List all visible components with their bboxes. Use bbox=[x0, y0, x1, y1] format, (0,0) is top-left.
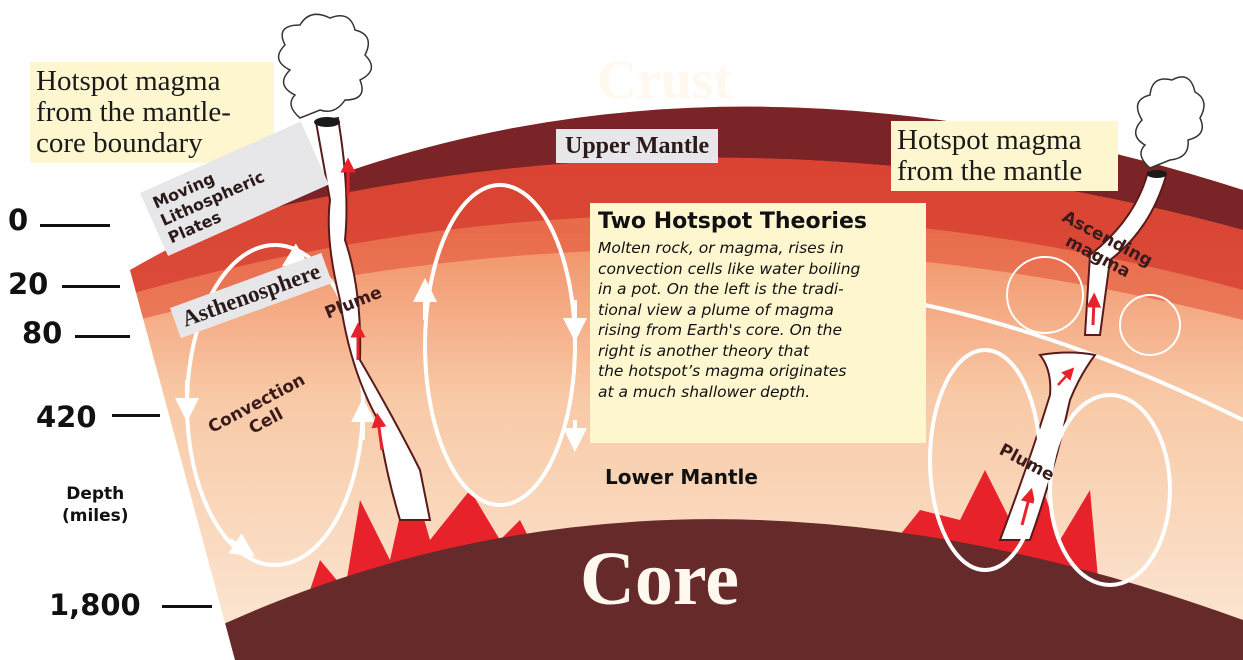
theory-line: Molten rock, or magma, rises in bbox=[598, 238, 918, 259]
callout-line: from the mantle- bbox=[36, 97, 268, 128]
plates-brace bbox=[112, 228, 137, 339]
theory-title: Two Hotspot Theories bbox=[598, 209, 918, 235]
smoke-cloud-left bbox=[279, 14, 372, 118]
theory-line: convection cells like water boiling bbox=[598, 259, 918, 280]
depth-tick-0: 0 bbox=[8, 203, 28, 237]
magma-arrow bbox=[1093, 300, 1094, 325]
depth-title-line: (miles) bbox=[62, 505, 129, 527]
depth-tick-line bbox=[112, 414, 160, 417]
depth-tick-line bbox=[162, 605, 212, 608]
two-hotspot-theories-box: Two Hotspot Theories Molten rock, or mag… bbox=[590, 203, 926, 443]
depth-tick-20: 20 bbox=[8, 267, 48, 301]
smoke-cloud-right bbox=[1136, 77, 1204, 168]
lower-mantle-label: Lower Mantle bbox=[605, 465, 758, 489]
theory-line: in a pot. On the left is the tradi- bbox=[598, 279, 918, 300]
depth-title-line: Depth bbox=[62, 483, 129, 505]
theory-line: rising from Earth's core. On the bbox=[598, 320, 918, 341]
vent-left bbox=[314, 117, 340, 127]
theory-line: tional view a plume of magma bbox=[598, 300, 918, 321]
core-label: Core bbox=[580, 537, 739, 621]
depth-tick-line bbox=[40, 224, 110, 227]
theory-body: Molten rock, or magma, rises in convecti… bbox=[598, 238, 918, 402]
depth-tick-1800: 1,800 bbox=[49, 588, 141, 622]
callout-mantle-core-boundary: Hotspot magma from the mantle- core boun… bbox=[30, 62, 274, 163]
callout-mantle: Hotspot magma from the mantle bbox=[891, 121, 1118, 191]
theory-line: the hotspot’s magma originates bbox=[598, 361, 918, 382]
depth-tick-80: 80 bbox=[22, 316, 62, 350]
depth-tick-line bbox=[62, 285, 120, 288]
theory-line: at a much shallower depth. bbox=[598, 382, 918, 403]
depth-tick-420: 420 bbox=[36, 400, 97, 434]
crust-label: Crust bbox=[597, 50, 731, 110]
upper-mantle-label: Upper Mantle bbox=[556, 129, 718, 163]
depth-title: Depth (miles) bbox=[62, 483, 129, 527]
vent-right bbox=[1147, 170, 1167, 178]
callout-line: Hotspot magma bbox=[897, 125, 1112, 156]
depth-tick-line bbox=[75, 335, 130, 338]
callout-line: Hotspot magma bbox=[36, 66, 268, 97]
theory-line: right is another theory that bbox=[598, 341, 918, 362]
callout-line: from the mantle bbox=[897, 156, 1112, 187]
